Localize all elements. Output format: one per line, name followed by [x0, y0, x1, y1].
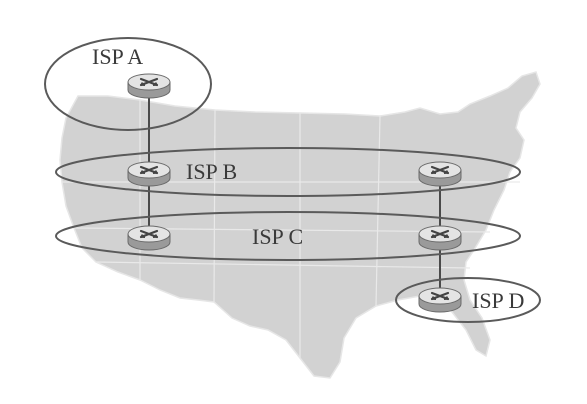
- isp-a-label: ISP A: [92, 44, 143, 69]
- isp-b-ring: [55, 147, 521, 197]
- router-icon: [417, 286, 463, 314]
- isp-rings: [44, 37, 541, 323]
- isp-d-ring: [395, 277, 541, 323]
- isp-c-label: ISP C: [252, 224, 303, 249]
- links: [148, 92, 441, 296]
- isp-a-ring: [44, 37, 212, 131]
- router-icon: [417, 224, 463, 252]
- router-icon: [126, 224, 172, 252]
- router-icon: [417, 160, 463, 188]
- router-icon: [126, 72, 172, 100]
- isp-c-ring: [55, 211, 521, 261]
- isp-b-label: ISP B: [186, 159, 237, 184]
- router-icon: [126, 160, 172, 188]
- isp-d-label: ISP D: [472, 288, 524, 313]
